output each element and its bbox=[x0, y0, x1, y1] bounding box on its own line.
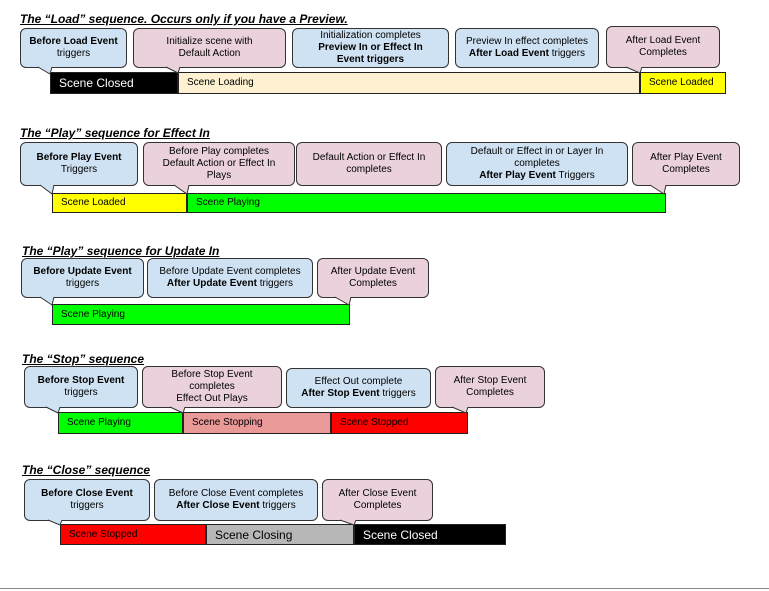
callout-line: Before Close Event bbox=[41, 488, 133, 499]
callout-before-load-event: Before Load Event triggers bbox=[20, 28, 127, 68]
callout-line: completes bbox=[189, 381, 235, 392]
callout-line: Preview In effect completes bbox=[465, 36, 589, 47]
callout-default-action-completes: Default Action or Effect In completes bbox=[296, 142, 442, 186]
callout-line: Plays bbox=[206, 170, 232, 181]
callout-before-close-completes: Before Close Event completes After Close… bbox=[154, 479, 318, 521]
callout-after-close-event: After Close Event Completes bbox=[322, 479, 433, 521]
callout-line: Default or Effect in or Layer In bbox=[470, 146, 604, 157]
callout-effect-out-complete: Effect Out complete After Stop Event tri… bbox=[286, 368, 431, 408]
callout-before-play-completes: Before Play completes Default Action or … bbox=[143, 142, 295, 186]
callout-line: Effect Out Plays bbox=[176, 393, 248, 404]
callout-line: triggers bbox=[56, 48, 91, 59]
callout-line: Preview In or Effect In bbox=[318, 42, 423, 53]
callout-line: Before Load Event bbox=[29, 36, 118, 47]
callout-line: Initialize scene with bbox=[166, 36, 253, 47]
callout-before-close-event: Before Close Event triggers bbox=[24, 479, 150, 521]
state-bar-scene-stopped: Scene Stopped bbox=[60, 524, 206, 545]
state-bar-scene-playing: Scene Playing bbox=[52, 304, 350, 325]
callout-line-mixed: After Load Event triggers bbox=[468, 48, 586, 59]
callout-line: Completes bbox=[639, 47, 687, 58]
callout-line: Completes bbox=[353, 500, 402, 511]
state-bar-scene-playing: Scene Playing bbox=[58, 412, 183, 434]
callout-line: Initialization completes bbox=[320, 30, 421, 41]
callout-initialize-scene: Initialize scene with Default Action bbox=[133, 28, 286, 68]
callout-line: Completes bbox=[662, 164, 710, 175]
callout-line: Before Close Event completes bbox=[168, 488, 304, 499]
callout-line-mixed: After Close Event triggers bbox=[176, 500, 296, 511]
callout-line: Before Play completes bbox=[168, 146, 270, 157]
callout-before-stop-event: Before Stop Event triggers bbox=[24, 366, 138, 408]
callout-after-stop-event: After Stop Event Completes bbox=[435, 366, 545, 408]
callout-line: Before Update Event bbox=[33, 266, 132, 277]
state-bar-scene-stopping: Scene Stopping bbox=[183, 412, 331, 434]
callout-before-update-event: Before Update Event triggers bbox=[21, 258, 144, 298]
callout-line: Before Stop Event bbox=[37, 375, 125, 386]
section-title-play-update-in: The “Play” sequence for Update In bbox=[22, 244, 220, 258]
state-bar-scene-playing: Scene Playing bbox=[187, 193, 666, 213]
callout-line: completes bbox=[346, 164, 392, 175]
callout-line: Event triggers bbox=[336, 54, 405, 65]
callout-after-load-event: After Load Event Completes bbox=[606, 26, 720, 68]
callout-line: triggers bbox=[64, 387, 98, 398]
state-bar-scene-loading: Scene Loading bbox=[178, 72, 640, 94]
callout-layer-in-completes: Default or Effect in or Layer In complet… bbox=[446, 142, 628, 186]
callout-line: After Stop Event bbox=[453, 375, 527, 386]
section-title-stop: The “Stop” sequence bbox=[22, 352, 145, 366]
callout-line: triggers bbox=[65, 278, 100, 289]
callout-line: Effect Out complete bbox=[314, 376, 403, 387]
callout-after-update-event: After Update Event Completes bbox=[317, 258, 429, 298]
state-bar-scene-loaded: Scene Loaded bbox=[640, 72, 726, 94]
callout-line: Completes bbox=[349, 278, 397, 289]
callout-before-stop-completes: Before Stop Event completes Effect Out P… bbox=[142, 366, 282, 408]
callout-line-mixed: After Play Event Triggers bbox=[479, 170, 595, 181]
callout-line: Before Play Event bbox=[36, 152, 122, 163]
callout-initialization-completes: Initialization completes Preview In or E… bbox=[292, 28, 449, 68]
state-bar-scene-closing: Scene Closing bbox=[206, 524, 354, 545]
callout-preview-in-completes: Preview In effect completes After Load E… bbox=[455, 28, 599, 68]
section-title-close: The “Close” sequence bbox=[22, 463, 151, 477]
callout-line-mixed: After Update Event triggers bbox=[166, 278, 294, 289]
callout-line: Default Action bbox=[178, 48, 241, 59]
callout-line: Completes bbox=[466, 387, 514, 398]
bottom-divider bbox=[0, 588, 769, 589]
callout-after-play-event: After Play Event Completes bbox=[632, 142, 740, 186]
callout-before-update-completes: Before Update Event completes After Upda… bbox=[147, 258, 313, 298]
callout-line: completes bbox=[514, 158, 560, 169]
state-bar-scene-closed: Scene Closed bbox=[354, 524, 506, 545]
state-bar-scene-stopped: Scene Stopped bbox=[331, 412, 468, 434]
callout-line: triggers bbox=[70, 500, 104, 511]
section-title-play-effect-in: The “Play” sequence for Effect In bbox=[20, 126, 210, 140]
callout-line-mixed: After Stop Event triggers bbox=[301, 388, 416, 399]
callout-line: Before Update Event completes bbox=[159, 266, 301, 277]
callout-line: Before Stop Event bbox=[171, 369, 253, 380]
callout-line: After Play Event bbox=[650, 152, 722, 163]
callout-line: After Close Event bbox=[338, 488, 417, 499]
callout-line: After Update Event bbox=[330, 266, 416, 277]
callout-line: Default Action or Effect In bbox=[312, 152, 426, 163]
state-bar-scene-loaded: Scene Loaded bbox=[52, 193, 187, 213]
state-bar-scene-closed: Scene Closed bbox=[50, 72, 178, 94]
callout-before-play-event: Before Play Event Triggers bbox=[20, 142, 138, 186]
callout-line: After Load Event bbox=[625, 35, 701, 46]
section-title-load: The “Load” sequence. Occurs only if you … bbox=[20, 12, 348, 26]
callout-line: Triggers bbox=[60, 164, 98, 175]
callout-line: Default Action or Effect In bbox=[162, 158, 276, 169]
